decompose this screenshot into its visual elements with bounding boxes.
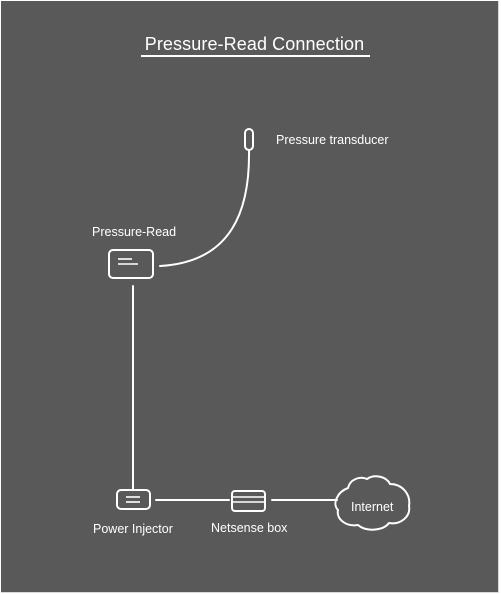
label-pressure-read: Pressure-Read (92, 225, 177, 239)
label-internet: Internet (351, 500, 394, 514)
power-injector-icon (116, 489, 151, 510)
label-pressure-transducer: Pressure transducer (276, 133, 389, 147)
title-underline (141, 55, 370, 57)
diagram-title: Pressure-Read Connection (144, 34, 365, 54)
device-card-icon (108, 249, 154, 279)
sensor-probe-icon (244, 128, 254, 151)
network-box-icon (231, 490, 266, 512)
label-netsense-box: Netsense box (211, 521, 288, 535)
cloud-icon (334, 475, 411, 531)
label-power-injector: Power Injector (93, 522, 173, 536)
connector-transducer-to-pressure-read (159, 149, 251, 267)
